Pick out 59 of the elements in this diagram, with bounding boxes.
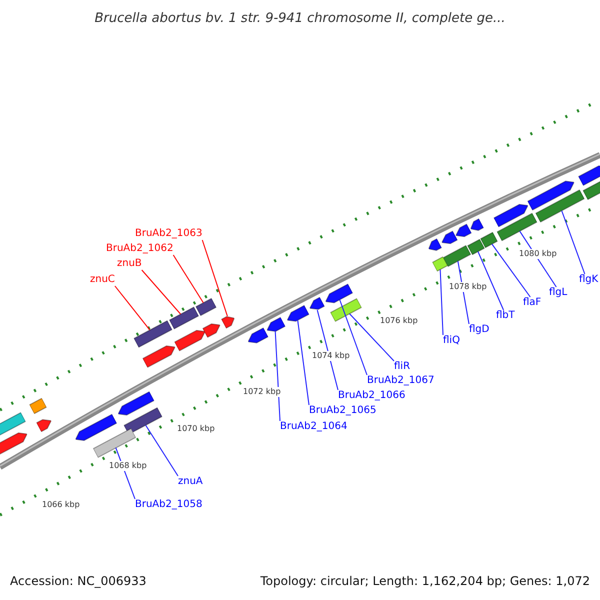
leader-line: [115, 447, 136, 500]
leader-line: [274, 331, 280, 422]
scale-label: 1080 kbp: [519, 249, 557, 259]
leader-line: [491, 244, 531, 298]
gene-label: BruAb2_1058: [135, 499, 202, 511]
gene-block: [133, 320, 173, 348]
leader-line: [316, 309, 338, 390]
gene-block: [92, 428, 136, 458]
leader-line: [114, 286, 150, 331]
scale-label: 1078 kbp: [449, 282, 487, 292]
gene-label: flgD: [469, 324, 490, 336]
gene-block: [0, 412, 26, 436]
scale-label: 1072 kbp: [243, 387, 281, 397]
gene-label: BruAb2_1064: [280, 421, 348, 433]
gene-label: BruAb2_1066: [338, 390, 406, 402]
gene-label: znuC: [90, 274, 115, 286]
gene-block: [442, 244, 472, 268]
gene-label: BruAb2_1063: [135, 228, 202, 240]
leader-line: [457, 260, 470, 324]
gene-label: BruAb2_1062: [106, 243, 174, 255]
info-text: Topology: circular; Length: 1,162,204 bp; Genes: 1,072: [260, 574, 590, 588]
gene-block: [29, 397, 47, 415]
leader-line: [478, 251, 504, 310]
leader-line: [172, 254, 204, 304]
leader-line: [145, 424, 178, 476]
title: Brucella abortus bv. 1 str. 9-941 chromosome II, complete ge...: [94, 11, 506, 27]
leader-line: [440, 269, 444, 336]
scale-label: 1066 kbp: [42, 500, 80, 510]
gene-block: [467, 238, 485, 256]
gene-label: znuA: [178, 476, 203, 488]
gene-label: BruAb2_1065: [309, 405, 376, 417]
gene-block: [480, 231, 498, 249]
scale-label: 1068 kbp: [109, 461, 147, 471]
gene-block: [432, 256, 448, 272]
leader-line: [141, 270, 182, 315]
leader-line: [202, 240, 228, 317]
leader-line: [297, 320, 310, 406]
scale-label: 1074 kbp: [312, 351, 350, 361]
gene-label: fliQ: [443, 335, 460, 347]
gene-label: flaF: [523, 297, 542, 309]
leader-line: [339, 299, 368, 376]
gene-label: flgL: [549, 287, 568, 299]
gene-block: [496, 212, 538, 242]
gene-label: znuB: [117, 258, 142, 270]
gene-label: BruAb2_1067: [367, 375, 434, 387]
gene-label: flgK: [579, 274, 598, 286]
gene-block: [195, 297, 217, 317]
scale-label: 1070 kbp: [177, 424, 215, 434]
gene-block: [535, 188, 585, 224]
gene-block: [168, 306, 200, 330]
gene-block: [582, 180, 600, 200]
leader-line: [561, 210, 586, 274]
leader-line: [349, 313, 394, 362]
info-text: Accession: NC_006933: [10, 574, 146, 588]
gene-label: fliR: [394, 361, 410, 373]
leader-line: [519, 230, 557, 288]
gene-block: [330, 298, 362, 322]
scale-label: 1076 kbp: [380, 316, 418, 326]
gene-label: flbT: [496, 310, 515, 322]
